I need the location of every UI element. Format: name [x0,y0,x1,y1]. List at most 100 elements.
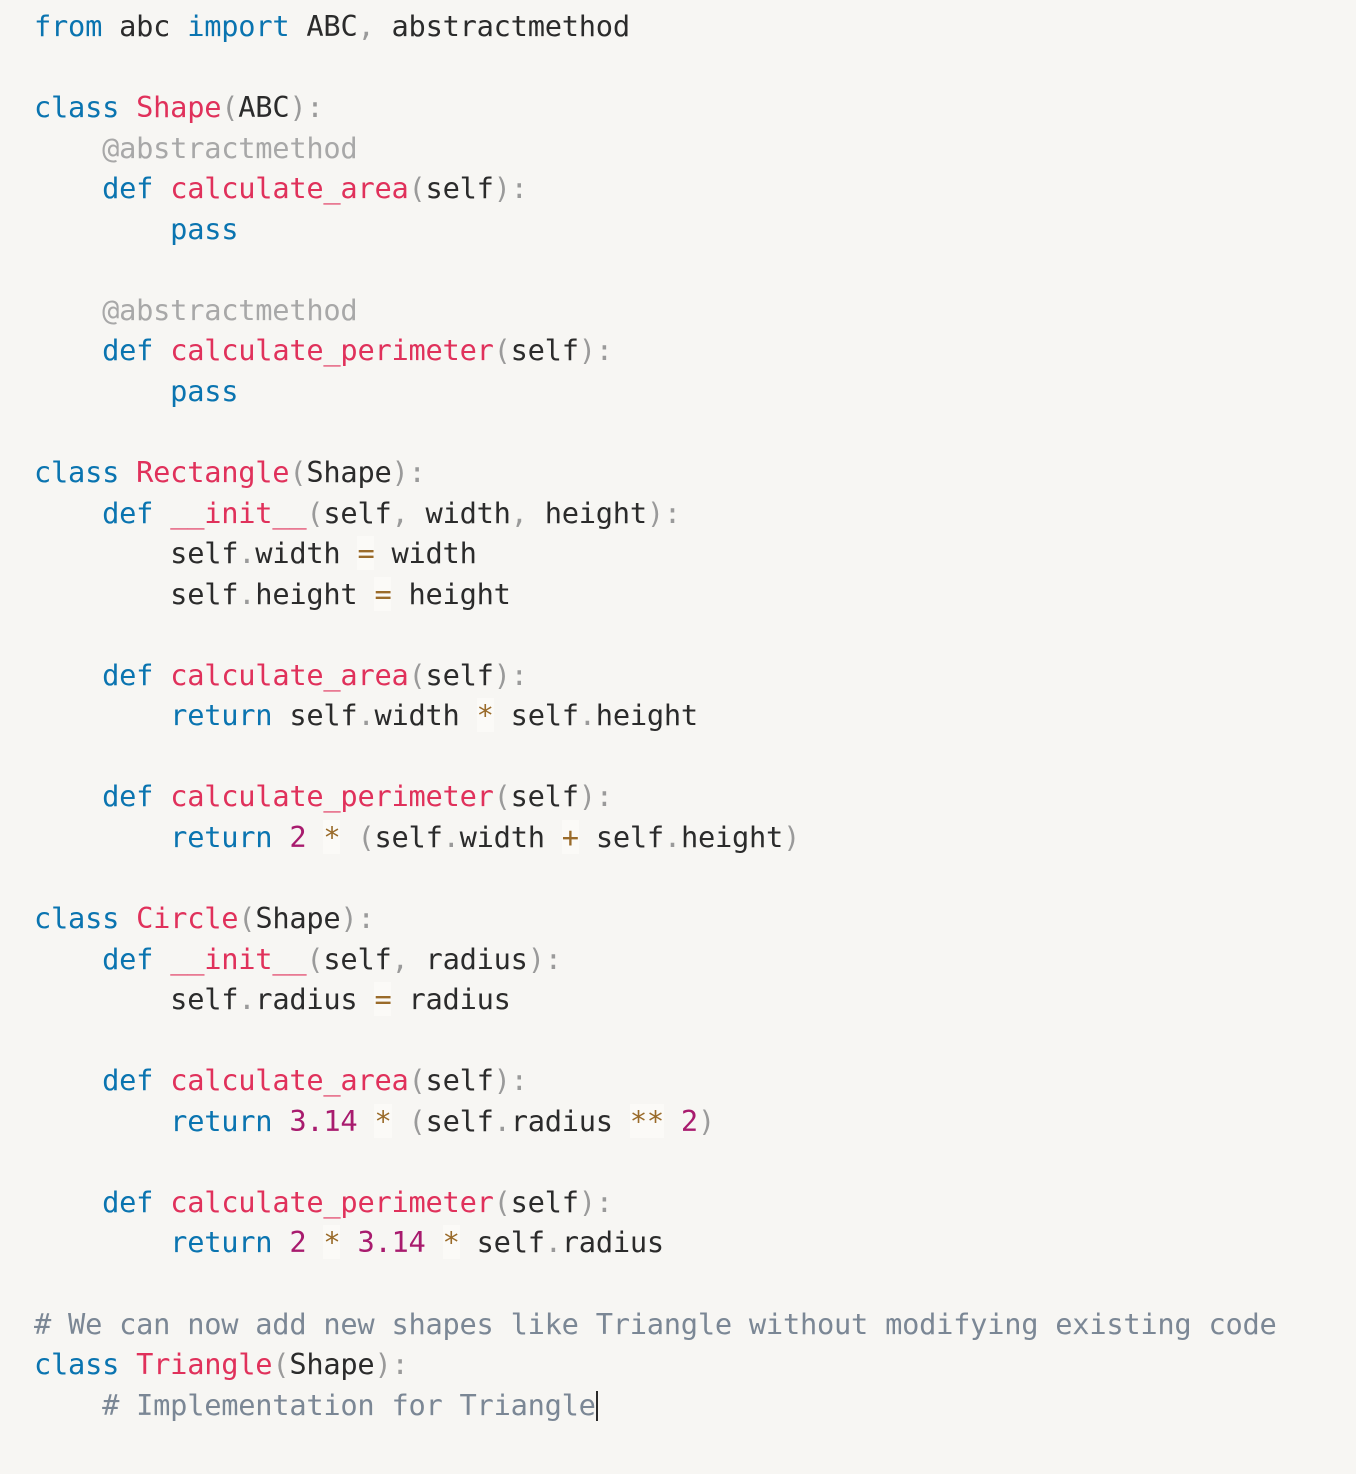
code-line[interactable]: self.width = width [34,533,1356,574]
code-token-kw: return [170,819,273,854]
code-token-ident [153,942,170,976]
code-token-ident: self [170,982,239,1017]
code-token-kw: def [102,657,154,692]
code-token-name: calculate_area [170,1063,409,1098]
code-token-punct: . [544,1225,562,1260]
code-token-punct: . [238,576,256,611]
code-token-punct: ( [408,1103,426,1138]
code-token-ident: radius [510,1103,630,1138]
code-line[interactable]: from abc import ABC, abstractmethod [34,6,1356,47]
code-token-ident [340,1225,357,1259]
code-line[interactable]: def __init__(self, width, height): [34,493,1356,534]
code-token-punct: ( [306,941,324,976]
code-line[interactable]: class Triangle(Shape): [34,1344,1356,1385]
code-token-ident [426,1225,443,1259]
code-token-punct: ) [374,1347,392,1382]
code-line[interactable]: def calculate_perimeter(self): [34,330,1356,371]
code-token-name: calculate_perimeter [170,1184,494,1219]
code-token-punct: : [510,171,528,206]
code-token-punct: ( [272,1347,290,1382]
code-token-ident [306,1225,323,1259]
code-token-kw: class [34,901,120,936]
code-token-punct: : [544,941,562,976]
code-token-ident: self [323,495,392,530]
code-line[interactable] [34,614,1356,655]
code-token-ident: radius [408,941,528,976]
code-token-ident: self [510,779,579,814]
code-line[interactable]: class Circle(Shape): [34,898,1356,939]
code-line[interactable]: def calculate_perimeter(self): [34,776,1356,817]
code-token-punct: : [357,901,375,936]
code-token-ident [34,698,170,732]
code-token-ident [34,374,170,408]
code-token-ident [306,820,323,854]
code-line[interactable]: return 3.14 * (self.radius ** 2) [34,1101,1356,1142]
code-token-name: Triangle [136,1347,273,1382]
code-token-ident [272,820,289,854]
code-token-ident: radius [391,982,511,1017]
code-line[interactable] [34,857,1356,898]
code-line[interactable] [34,736,1356,777]
code-line[interactable]: def calculate_area(self): [34,655,1356,696]
code-token-ident: width [374,536,477,571]
code-line[interactable]: self.height = height [34,574,1356,615]
code-line[interactable]: # Implementation for Triangle [34,1385,1356,1426]
code-line[interactable]: class Rectangle(Shape): [34,452,1356,493]
code-token-ident [34,1104,170,1138]
code-token-ident [34,942,102,976]
code-line[interactable]: # We can now add new shapes like Triangl… [34,1304,1356,1345]
code-token-punct: ) [578,779,596,814]
code-line[interactable]: def calculate_area(self): [34,1060,1356,1101]
code-line[interactable]: pass [34,209,1356,250]
code-line[interactable] [34,411,1356,452]
code-token-ident: Shape [289,1347,375,1382]
code-line[interactable]: class Shape(ABC): [34,87,1356,128]
code-token-op: * [476,698,494,733]
code-token-kw: return [170,1225,273,1260]
code-line[interactable] [34,47,1356,88]
code-line[interactable]: def calculate_perimeter(self): [34,1182,1356,1223]
code-line[interactable]: pass [34,371,1356,412]
code-token-ident [153,333,170,367]
code-line[interactable]: def __init__(self, radius): [34,939,1356,980]
code-line[interactable]: return self.width * self.height [34,695,1356,736]
code-token-kw: class [34,455,120,490]
code-token-punct: . [493,1103,511,1138]
code-token-punct: ) [783,819,801,854]
code-token-punct: . [357,698,375,733]
code-token-ident [153,1185,170,1219]
code-token-ident: self [595,819,664,854]
code-token-op: * [374,1103,392,1138]
code-token-op: = [374,982,392,1017]
code-line[interactable] [34,1020,1356,1061]
code-line[interactable]: @abstractmethod [34,290,1356,331]
code-token-ident [102,9,119,43]
code-token-ident [34,982,170,1016]
code-token-punct: : [510,1063,528,1098]
code-line[interactable] [34,1263,1356,1304]
code-token-ident [34,1063,102,1097]
code-line[interactable]: def calculate_area(self): [34,168,1356,209]
code-token-ident [392,1104,409,1138]
code-line[interactable]: self.radius = radius [34,979,1356,1020]
code-token-ident: self [425,171,494,206]
code-token-punct: ( [357,819,375,854]
code-token-op: = [357,536,375,571]
code-line[interactable] [34,1141,1356,1182]
code-token-ident [664,1104,681,1138]
code-token-ident: Shape [306,455,392,490]
code-token-ident [460,1225,477,1259]
code-line[interactable]: return 2 * 3.14 * self.radius [34,1222,1356,1263]
code-token-ident: self [425,1063,494,1098]
code-token-punct: ( [493,333,511,368]
code-token-punct: : [510,657,528,692]
code-token-ident [170,9,187,43]
code-line[interactable]: @abstractmethod [34,128,1356,169]
code-token-kw: def [102,1184,154,1219]
code-token-punct: ( [408,1063,426,1098]
code-line[interactable]: return 2 * (self.width + self.height) [34,817,1356,858]
code-token-kw: def [102,171,154,206]
code-line[interactable] [34,249,1356,290]
code-token-punct: ( [289,455,307,490]
